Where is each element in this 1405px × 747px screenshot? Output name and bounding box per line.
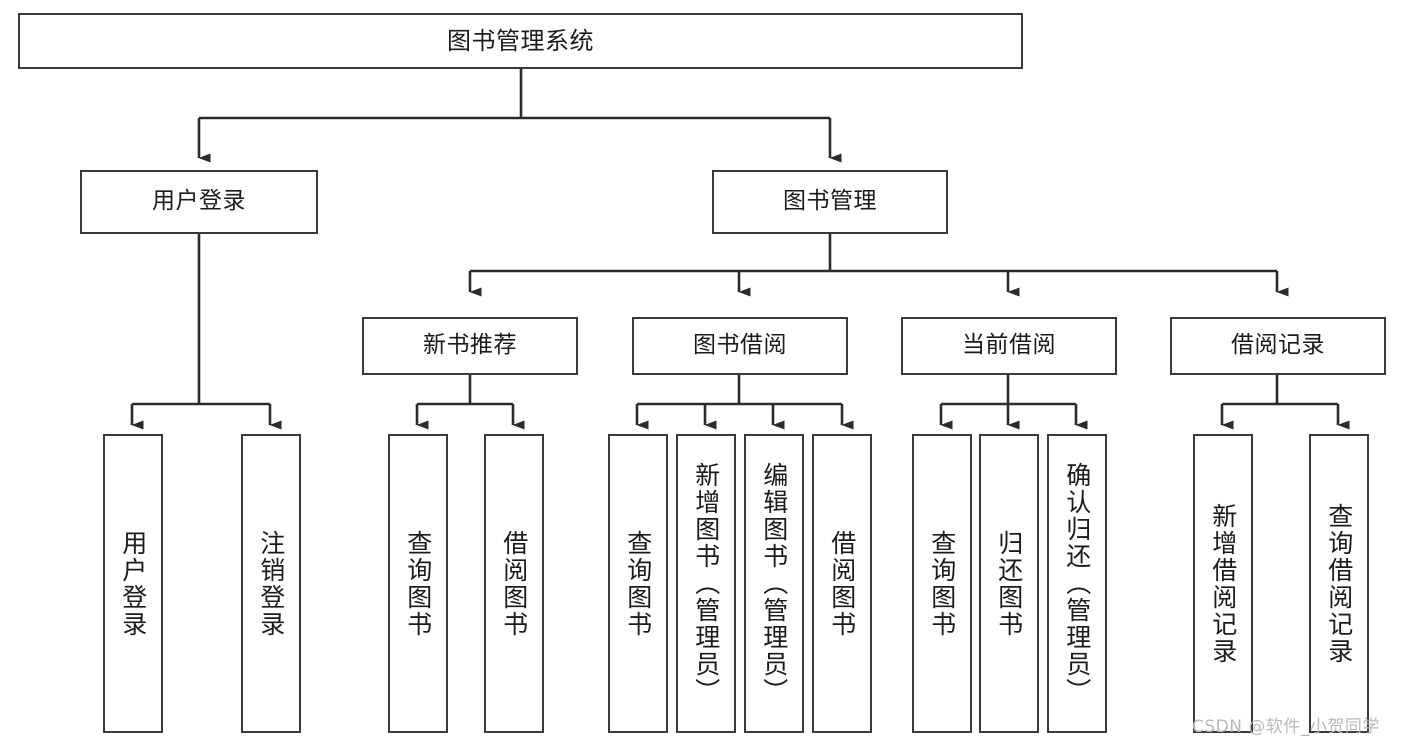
- node-leaf-confirm-return-label: 确认归还（管理员）: [1062, 462, 1092, 705]
- node-leaf-return-book[interactable]: 归还图书: [979, 434, 1039, 733]
- node-user-login-label: 用户登录: [152, 188, 246, 215]
- node-user-login[interactable]: 用户登录: [80, 170, 318, 234]
- node-book-management-label: 图书管理: [783, 188, 877, 215]
- node-leaf-add-book[interactable]: 新增图书（管理员）: [676, 434, 736, 733]
- node-leaf-confirm-return[interactable]: 确认归还（管理员）: [1047, 434, 1107, 733]
- node-leaf-add-book-label: 新增图书（管理员）: [691, 462, 721, 705]
- node-book-borrow[interactable]: 图书借阅: [632, 317, 848, 375]
- node-leaf-query-book-1-label: 查询图书: [403, 529, 433, 638]
- node-root[interactable]: 图书管理系统: [18, 13, 1023, 69]
- node-leaf-add-record-label: 新增借阅记录: [1208, 502, 1238, 665]
- node-leaf-logout-login[interactable]: 注销登录: [241, 434, 301, 733]
- node-leaf-borrow-book-2[interactable]: 借阅图书: [812, 434, 872, 733]
- node-current-borrow-label: 当前借阅: [962, 332, 1056, 359]
- node-leaf-user-login-label: 用户登录: [118, 529, 148, 638]
- node-leaf-query-book-3-label: 查询图书: [927, 529, 957, 638]
- csdn-watermark: CSDN @软件_小贺同学: [1192, 717, 1380, 737]
- node-leaf-query-record[interactable]: 查询借阅记录: [1309, 434, 1369, 733]
- node-root-label: 图书管理系统: [447, 26, 594, 55]
- node-leaf-logout-login-label: 注销登录: [256, 529, 286, 638]
- node-book-borrow-label: 图书借阅: [693, 332, 787, 359]
- node-leaf-edit-book[interactable]: 编辑图书（管理员）: [744, 434, 804, 733]
- node-leaf-query-book-1[interactable]: 查询图书: [388, 434, 448, 733]
- node-new-book-recommend-label: 新书推荐: [423, 332, 517, 359]
- node-leaf-add-record[interactable]: 新增借阅记录: [1193, 434, 1253, 733]
- node-borrow-record[interactable]: 借阅记录: [1170, 317, 1386, 375]
- node-leaf-query-book-2-label: 查询图书: [623, 529, 653, 638]
- node-leaf-query-book-3[interactable]: 查询图书: [912, 434, 972, 733]
- node-borrow-record-label: 借阅记录: [1231, 332, 1325, 359]
- node-current-borrow[interactable]: 当前借阅: [901, 317, 1117, 375]
- node-leaf-user-login[interactable]: 用户登录: [103, 434, 163, 733]
- node-leaf-borrow-book-1[interactable]: 借阅图书: [484, 434, 544, 733]
- node-leaf-borrow-book-1-label: 借阅图书: [499, 529, 529, 638]
- node-leaf-return-book-label: 归还图书: [994, 529, 1024, 638]
- node-leaf-borrow-book-2-label: 借阅图书: [827, 529, 857, 638]
- node-book-management[interactable]: 图书管理: [712, 170, 948, 234]
- node-leaf-query-book-2[interactable]: 查询图书: [608, 434, 668, 733]
- node-leaf-edit-book-label: 编辑图书（管理员）: [759, 462, 789, 705]
- node-new-book-recommend[interactable]: 新书推荐: [362, 317, 578, 375]
- node-leaf-query-record-label: 查询借阅记录: [1324, 502, 1354, 665]
